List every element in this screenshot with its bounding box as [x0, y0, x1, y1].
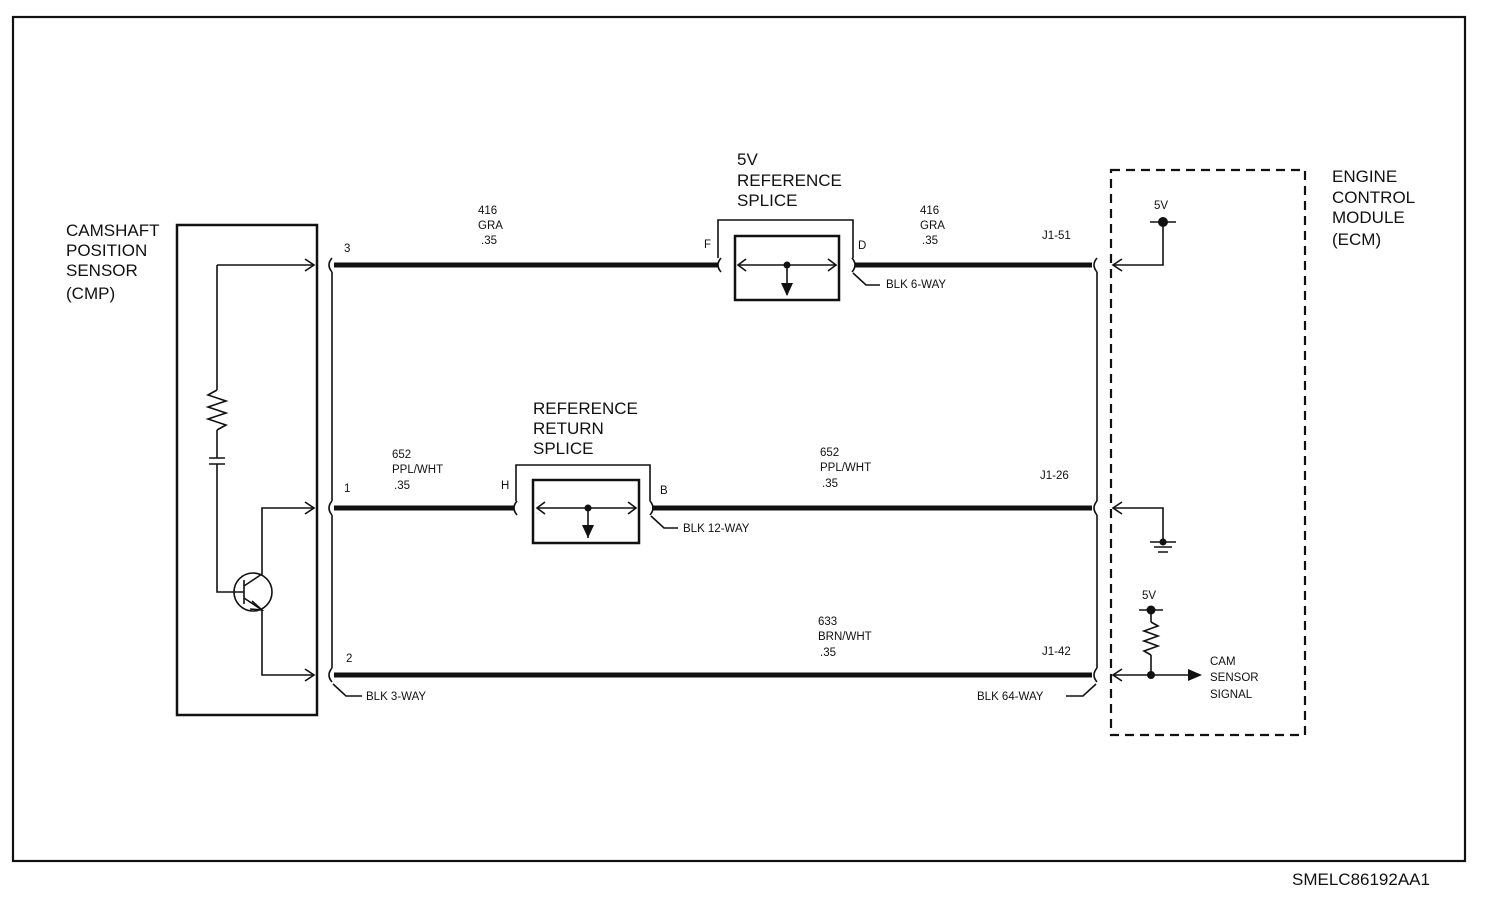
sensor-label-line-3: SENSOR — [66, 261, 138, 280]
splice-5v-label-line-1: 5V — [737, 150, 758, 169]
wire-gauge-label: .35 — [922, 235, 938, 247]
splice-5v-label-line-2: REFERENCE — [737, 171, 842, 190]
sensor-label-line-2: POSITION — [66, 241, 147, 260]
splice-return-label-line-3: SPLICE — [533, 439, 593, 458]
wire-652-left: 1 652 PPL/WHT .35 — [334, 449, 514, 511]
capacitor-symbol — [209, 457, 225, 465]
wire-416-left: 3 416 GRA .35 — [334, 205, 718, 268]
reference-return-splice: REFERENCE RETURN SPLICE H B BLK 12-WAY — [501, 399, 750, 545]
wire-circuit-label: 652 — [820, 447, 839, 459]
wire-color-label: GRA — [920, 220, 945, 232]
wire-gauge-label: .35 — [822, 478, 838, 490]
pin-j1-51-label: J1-51 — [1042, 230, 1071, 242]
wire-circuit-label: 633 — [818, 616, 837, 628]
wire-633: 2 633 BRN/WHT .35 J1-42 — [334, 616, 1092, 678]
sensor-connector: BLK 3-WAY — [328, 257, 426, 703]
diagram-frame — [11, 15, 1467, 863]
wire-gauge-label: .35 — [394, 480, 410, 492]
splice-return-pin-h: H — [501, 480, 509, 492]
ecm-5v-label: 5V — [1154, 200, 1168, 212]
wire-color-label: PPL/WHT — [392, 464, 443, 476]
wire-circuit-label: 652 — [392, 449, 411, 461]
splice-5v-connector: BLK 6-WAY — [886, 279, 946, 291]
pin-3-label: 3 — [344, 243, 350, 255]
camshaft-position-sensor: CAMSHAFT POSITION SENSOR (CMP) — [66, 221, 319, 717]
wire-gauge-label: .35 — [820, 647, 836, 659]
cam-signal-label-line-2: SENSOR — [1210, 672, 1259, 684]
wire-circuit-label: 416 — [478, 205, 497, 217]
engine-control-module: ENGINE CONTROL MODULE (ECM) BLK 64-WAY 5… — [977, 167, 1415, 737]
splice-return-connector: BLK 12-WAY — [683, 523, 750, 535]
pin-j1-26-label: J1-26 — [1040, 470, 1069, 482]
sensor-connector-label: BLK 3-WAY — [366, 691, 426, 703]
wire-color-label: GRA — [478, 220, 503, 232]
sensor-label-line-1: CAMSHAFT — [66, 221, 160, 240]
pin-1-label: 1 — [344, 483, 350, 495]
ecm-label-line-4: (ECM) — [1332, 230, 1381, 249]
cam-signal-label-line-1: CAM — [1210, 656, 1236, 668]
wire-416-right: 416 GRA .35 J1-51 — [855, 205, 1092, 268]
wire-gauge-label: .35 — [481, 235, 497, 247]
splice-5v-pin-f: F — [704, 239, 711, 251]
sensor-label-line-4: (CMP) — [66, 284, 115, 303]
ecm-label-line-1: ENGINE — [1332, 167, 1397, 186]
ecm-label-line-2: CONTROL — [1332, 188, 1415, 207]
figure-id: SMELC86192AA1 — [1292, 870, 1430, 889]
wire-color-label: BRN/WHT — [818, 631, 872, 643]
wire-circuit-label: 416 — [920, 205, 939, 217]
splice-return-pin-b: B — [660, 485, 668, 497]
pin-j1-42-label: J1-42 — [1042, 646, 1071, 658]
5v-reference-splice: 5V REFERENCE SPLICE F D BLK 6-WAY — [704, 150, 946, 302]
ecm-label-line-3: MODULE — [1332, 208, 1405, 227]
splice-return-label-line-1: REFERENCE — [533, 399, 638, 418]
splice-5v-pin-d: D — [858, 240, 866, 252]
resistor-symbol — [205, 389, 229, 431]
pullup-resistor-symbol — [1141, 621, 1161, 656]
wire-color-label: PPL/WHT — [820, 462, 871, 474]
ecm-5v-pullup-label: 5V — [1142, 590, 1156, 602]
wire-652-right: 652 PPL/WHT .35 J1-26 — [652, 447, 1092, 511]
ecm-connector-label: BLK 64-WAY — [977, 691, 1044, 703]
pin-2-label: 2 — [346, 653, 352, 665]
cam-signal-label-line-3: SIGNAL — [1210, 689, 1253, 701]
splice-5v-label-line-3: SPLICE — [737, 191, 797, 210]
transistor-symbol — [233, 572, 273, 612]
splice-return-label-line-2: RETURN — [533, 419, 604, 438]
